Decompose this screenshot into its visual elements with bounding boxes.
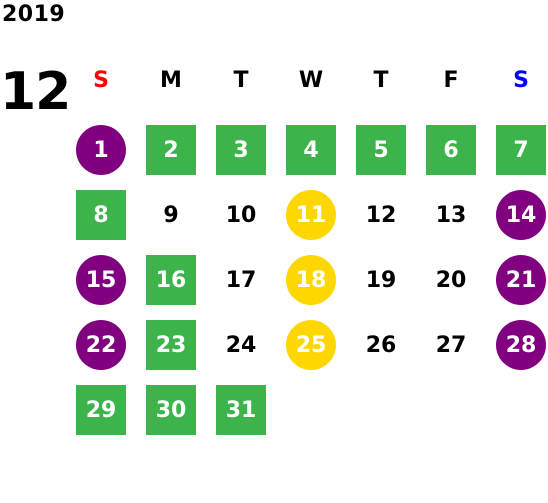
day-24[interactable]: 24 <box>225 332 257 358</box>
day-11[interactable]: 11 <box>286 190 336 240</box>
weekday-sun: S <box>93 68 109 93</box>
day-18[interactable]: 18 <box>286 255 336 305</box>
day-9[interactable]: 9 <box>163 202 179 228</box>
day-7[interactable]: 7 <box>496 125 546 175</box>
day-12[interactable]: 12 <box>365 202 397 228</box>
day-21[interactable]: 21 <box>496 255 546 305</box>
day-1[interactable]: 1 <box>76 125 126 175</box>
day-22[interactable]: 22 <box>76 320 126 370</box>
day-19[interactable]: 19 <box>365 267 397 293</box>
day-10[interactable]: 10 <box>225 202 257 228</box>
day-23[interactable]: 23 <box>146 320 196 370</box>
day-25[interactable]: 25 <box>286 320 336 370</box>
day-13[interactable]: 13 <box>435 202 467 228</box>
day-30[interactable]: 30 <box>146 385 196 435</box>
day-26[interactable]: 26 <box>365 332 397 358</box>
month-label: 12 <box>0 62 71 122</box>
day-3[interactable]: 3 <box>216 125 266 175</box>
day-17[interactable]: 17 <box>225 267 257 293</box>
day-29[interactable]: 29 <box>76 385 126 435</box>
day-8[interactable]: 8 <box>76 190 126 240</box>
day-31[interactable]: 31 <box>216 385 266 435</box>
weekday-mon: M <box>160 68 182 93</box>
day-15[interactable]: 15 <box>76 255 126 305</box>
weekday-fri: F <box>443 68 459 93</box>
weekday-wed: W <box>298 68 324 93</box>
day-5[interactable]: 5 <box>356 125 406 175</box>
day-6[interactable]: 6 <box>426 125 476 175</box>
weekday-thu: T <box>373 68 389 93</box>
weekday-tue: T <box>233 68 249 93</box>
day-16[interactable]: 16 <box>146 255 196 305</box>
year-label: 2019 <box>2 2 66 27</box>
day-28[interactable]: 28 <box>496 320 546 370</box>
day-27[interactable]: 27 <box>435 332 467 358</box>
day-4[interactable]: 4 <box>286 125 336 175</box>
day-2[interactable]: 2 <box>146 125 196 175</box>
weekday-sat: S <box>513 68 529 93</box>
day-14[interactable]: 14 <box>496 190 546 240</box>
day-20[interactable]: 20 <box>435 267 467 293</box>
